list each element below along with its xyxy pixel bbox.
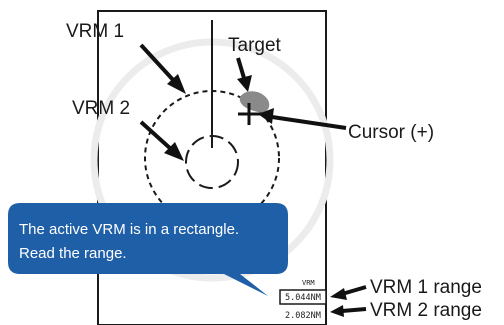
vrm1-range-leader (341, 285, 367, 296)
cursor-arrowhead (258, 108, 274, 124)
vrm2-ring (185, 135, 239, 189)
vrm1-range-arrowhead (330, 288, 347, 300)
label-vrm2-range: VRM 2 range (370, 300, 482, 321)
vrm2-range-leader (341, 307, 367, 313)
vrm2-readout-value: 2.082NM (285, 311, 321, 321)
label-vrm1: VRM 1 (66, 21, 124, 42)
label-cursor: Cursor (+) (348, 122, 434, 143)
target-echo (239, 91, 270, 113)
target-leader (236, 57, 246, 79)
label-vrm1-range: VRM 1 range (370, 277, 482, 298)
target-arrowhead (237, 75, 252, 92)
cursor-leader (271, 115, 347, 130)
vrm1-arrowhead (167, 74, 186, 94)
vrm-readout-header: VRM (302, 279, 315, 287)
callout-line-2: Read the range. (19, 245, 127, 262)
vrm1-leader (139, 43, 177, 84)
callout-bubble (8, 203, 288, 296)
vrm2-range-arrowhead (330, 305, 344, 317)
vrm1-readout-value: 5.044NM (285, 293, 321, 303)
vrm2-leader (139, 120, 174, 152)
vrm2-arrowhead (164, 142, 184, 161)
vrm1-readout-box (279, 289, 327, 305)
label-vrm2: VRM 2 (72, 98, 130, 119)
label-target: Target (228, 35, 282, 56)
vrm1-ring (144, 90, 280, 226)
leader-arrows (139, 43, 367, 317)
callout-line-1: The active VRM is in a rectangle. (19, 221, 239, 238)
